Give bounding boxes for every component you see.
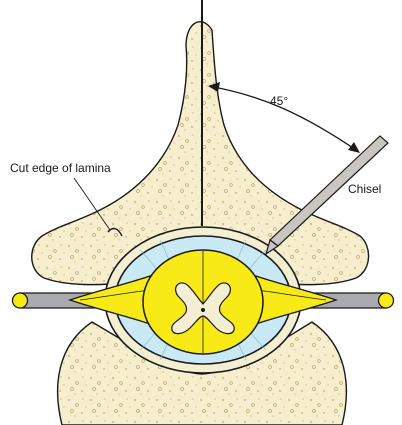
nerve-root-left-end [11,292,29,309]
arc-arrowhead-right [348,142,360,153]
central-canal [201,308,205,312]
cut-edge-leader [73,177,111,231]
cut-edge-label: Cut edge of lamina [10,161,111,175]
chisel-tip [264,238,280,256]
arc-arrowhead-left [208,82,220,92]
chisel-label: Chisel [348,182,381,196]
angle-arc [213,86,357,151]
angle-label: 45° [270,94,288,108]
nerve-root-right-end [377,292,395,309]
cut-edge-lamina [107,227,123,237]
